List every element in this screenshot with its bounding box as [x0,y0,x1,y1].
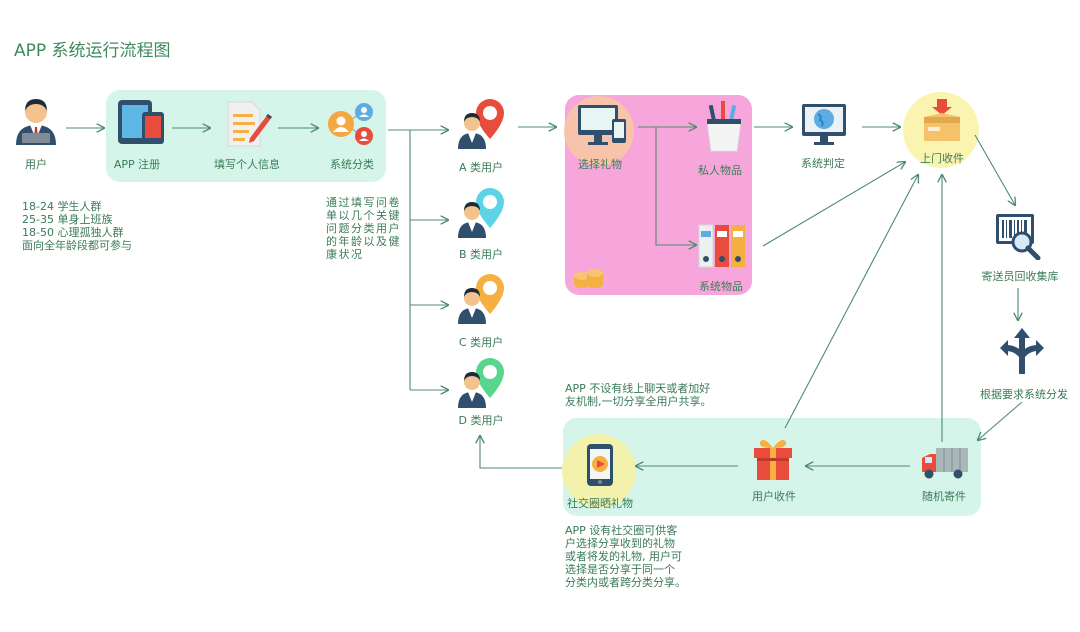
user-c-pin-icon [458,274,504,324]
user-groups-list: 18-24 学生人群 25-35 单身上班族 18-50 心理孤独人群 面向全年… [22,200,132,252]
arrow-pickup-to-warehouse [974,134,1015,205]
user-group-item: 面向全年龄段都可参与 [22,239,132,252]
node-label-random-send: 随机寄件 [922,490,966,503]
node-label-user-d: D 类用户 [458,414,504,427]
node-label-door-pickup: 上门收件 [920,152,964,165]
node-label-fill-info: 填写个人信息 [214,158,280,171]
user-b-pin-icon [458,188,504,238]
arrow-social-to-d [480,436,562,469]
binders-icon [698,224,745,268]
node-label-social-share: 社交圈晒礼物 [567,497,633,510]
social-circle-note: APP 设有社交圈可供客 户选择分享收到的礼物 或者将发的礼物, 用户可 选择是… [565,524,686,589]
user-d-pin-icon [458,358,504,408]
classify-note: 通过填写问卷 单以几个关键 问题分类用户 的年龄以及健 康状况 [326,196,401,261]
delivery-truck-icon [922,448,968,479]
split-arrows-icon [1000,328,1044,374]
node-label-app-register: APP 注册 [113,158,161,171]
node-label-distribute: 根据要求系统分发 [980,388,1068,401]
package-box-icon [924,99,960,141]
coins-icon [574,269,603,288]
form-pencil-icon [227,101,272,147]
pen-cup-icon [706,101,742,152]
user-avatar-icon [16,99,56,145]
monitor-globe-icon [802,104,846,145]
no-chat-note: APP 不设有线上聊天或者加好 友机制,一切分享全用户共享。 [565,382,712,408]
gift-box-icon [754,440,792,480]
node-label-user: 用户 [25,158,47,171]
arrow-system-to-pickup [762,162,905,247]
page-title: APP 系统运行流程图 [14,41,171,61]
node-label-sys-judge: 系统判定 [801,157,845,170]
barcode-scan-icon [996,214,1041,260]
node-label-private-items: 私人物品 [698,164,742,177]
node-label-user-receive: 用户收件 [752,490,796,503]
arrow-distribute-to-random [978,401,1023,440]
user-network-icon [328,103,373,145]
node-label-select-gift: 选择礼物 [578,158,622,171]
user-a-pin-icon [458,99,504,149]
node-label-user-b: B 类用户 [458,248,504,261]
arrow-select-to-system [655,127,696,245]
phone-play-icon [587,444,613,486]
node-label-sys-classify: 系统分类 [330,158,374,171]
node-label-courier-warehouse: 寄送员回收集库 [981,270,1059,283]
node-label-system-items: 系统物品 [699,280,743,293]
arrow-receive-to-pickup [784,175,918,429]
node-label-user-c: C 类用户 [458,336,504,349]
monitor-phone-icon [578,105,626,145]
node-label-user-a: A 类用户 [458,161,504,174]
user-group-item: 18-24 学生人群 [22,200,102,213]
user-group-item: 18-50 心理孤独人群 [22,226,124,239]
user-group-item: 25-35 单身上班族 [22,213,113,226]
tablet-phone-icon [118,100,164,144]
